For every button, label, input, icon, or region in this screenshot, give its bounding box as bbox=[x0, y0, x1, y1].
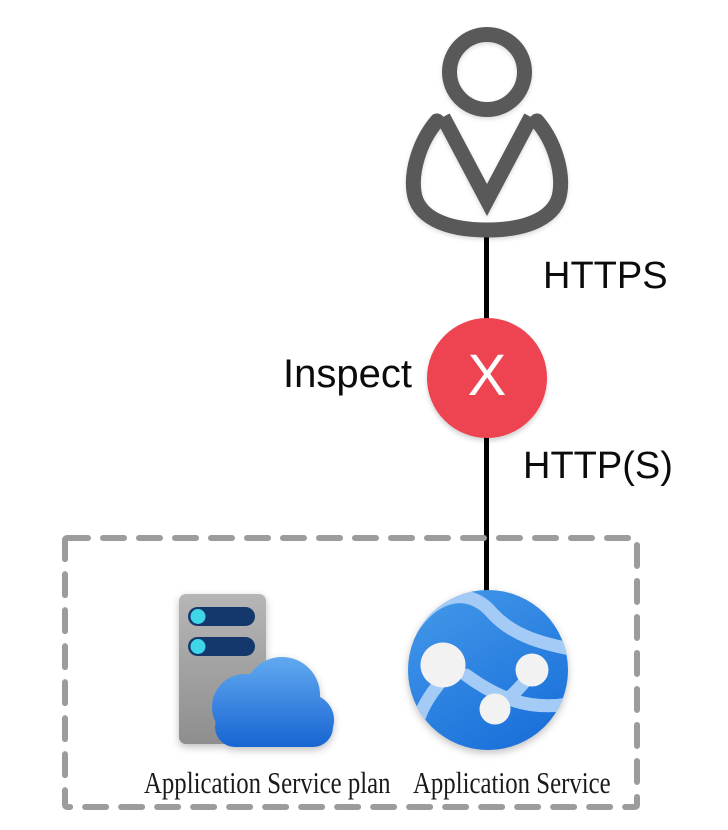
person-icon bbox=[405, 27, 569, 238]
http-s-label: HTTP(S) bbox=[523, 445, 673, 487]
inspect-label: Inspect bbox=[283, 352, 412, 396]
boundary-dashed-box bbox=[62, 535, 640, 810]
app-service-plan-icon bbox=[179, 594, 334, 747]
cloud-shape bbox=[212, 657, 334, 747]
app-service-icon bbox=[408, 590, 568, 750]
https-label: HTTPS bbox=[543, 255, 668, 297]
app-service-label: Application Service bbox=[413, 765, 611, 800]
inspect-x-circle: X bbox=[427, 318, 547, 438]
x-marker: X bbox=[467, 343, 507, 408]
app-service-plan-label: Application Service plan bbox=[144, 765, 391, 800]
